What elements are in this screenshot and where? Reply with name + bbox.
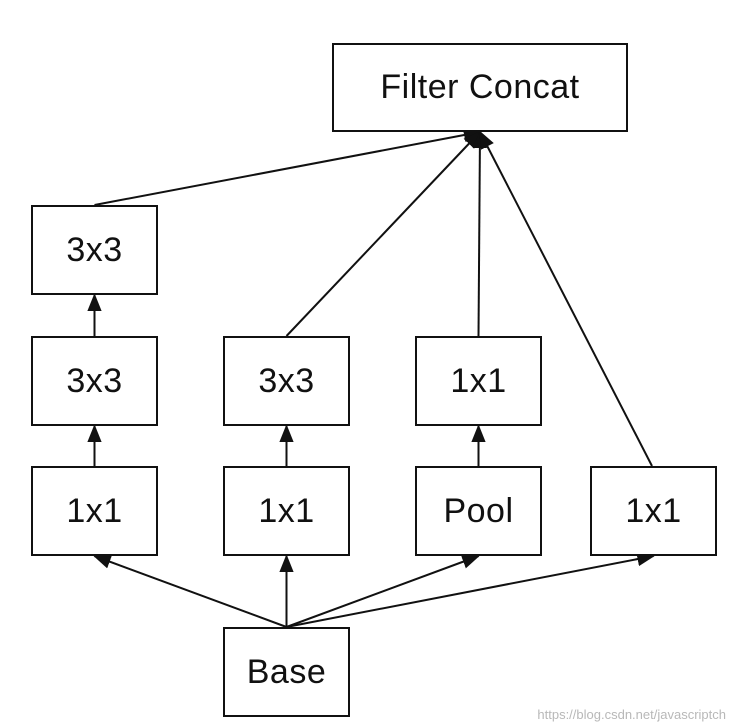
arrow-base-to-col3-pool bbox=[286, 554, 481, 628]
pool-box: Pool bbox=[415, 466, 542, 556]
watermark-text: https://blog.csdn.net/javascriptch bbox=[537, 707, 726, 722]
filter-concat-box: Filter Concat bbox=[332, 43, 628, 132]
conv-3x3-top-label: 3x3 bbox=[66, 230, 123, 269]
base-box: Base bbox=[223, 627, 350, 717]
conv-3x3-left-label: 3x3 bbox=[66, 361, 123, 400]
arrow-col3-mid-1x1-to-filter-concat bbox=[472, 130, 488, 337]
arrow-col4-1x1-to-filter-concat bbox=[479, 130, 653, 467]
connector-lines bbox=[87, 127, 656, 628]
conv-1x1-middle-label: 1x1 bbox=[258, 491, 315, 530]
conv-1x1-left-label: 1x1 bbox=[66, 491, 123, 530]
pool-label: Pool bbox=[443, 491, 514, 530]
conv-1x1-right-box: 1x1 bbox=[590, 466, 717, 556]
arrow-base-to-col4-1x1 bbox=[286, 552, 656, 628]
base-label: Base bbox=[246, 652, 327, 691]
conv-3x3-top-box: 3x3 bbox=[31, 205, 158, 295]
conv-1x1-after-pool-label: 1x1 bbox=[450, 361, 507, 400]
filter-concat-label: Filter Concat bbox=[380, 68, 580, 106]
conv-3x3-left-box: 3x3 bbox=[31, 336, 158, 426]
conv-1x1-after-pool-box: 1x1 bbox=[415, 336, 542, 426]
conv-1x1-right-label: 1x1 bbox=[625, 491, 682, 530]
conv-3x3-middle-box: 3x3 bbox=[223, 336, 350, 426]
conv-1x1-middle-box: 1x1 bbox=[223, 466, 350, 556]
arrow-base-to-col1-bottom-1x1 bbox=[92, 554, 287, 628]
conv-1x1-left-box: 1x1 bbox=[31, 466, 158, 556]
conv-3x3-middle-label: 3x3 bbox=[258, 361, 315, 400]
arrow-col2-mid-3x3-to-filter-concat bbox=[285, 130, 482, 337]
arrow-col1-top-3x3-to-filter-concat bbox=[94, 127, 482, 206]
